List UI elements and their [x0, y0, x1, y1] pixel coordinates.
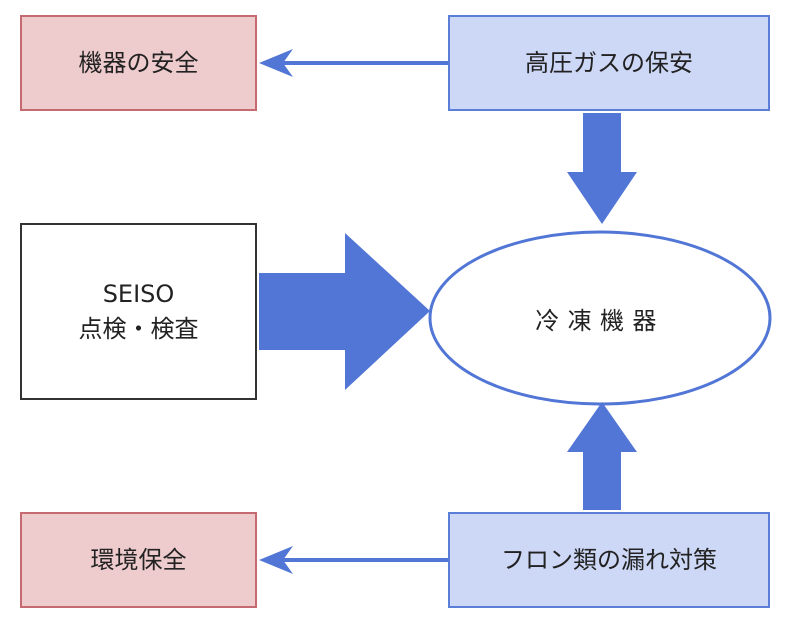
arrow-furon-to-reitou: [567, 402, 637, 510]
arrow-kouatsu-to-reitou: [567, 113, 637, 224]
kouatsu-gas-box: 高圧ガスの保安: [448, 15, 770, 111]
kiki-anzen-box: 機器の安全: [20, 15, 257, 111]
arrow-kouatsu-to-kiki-head: [259, 49, 293, 77]
reitou-kiki-label: 冷凍機器: [535, 306, 665, 335]
kouatsu-gas-label: 高圧ガスの保安: [525, 48, 693, 77]
arrow-seiso-to-reitou: [259, 233, 430, 390]
reitou-kiki-ellipse: [428, 230, 772, 406]
arrow-furon-to-kankyo-head: [259, 546, 293, 574]
furon-taisaku-box: フロン類の漏れ対策: [448, 512, 770, 608]
kankyo-hozen-label: 環境保全: [90, 545, 187, 574]
kankyo-hozen-box: 環境保全: [20, 512, 257, 608]
kiki-anzen-label: 機器の安全: [78, 48, 199, 77]
seiso-box: SEISO 点検・検査: [20, 223, 257, 400]
furon-taisaku-label: フロン類の漏れ対策: [501, 545, 717, 574]
seiso-label-line2: 点検・検査: [78, 314, 199, 343]
seiso-label-line1: SEISO: [102, 279, 175, 308]
